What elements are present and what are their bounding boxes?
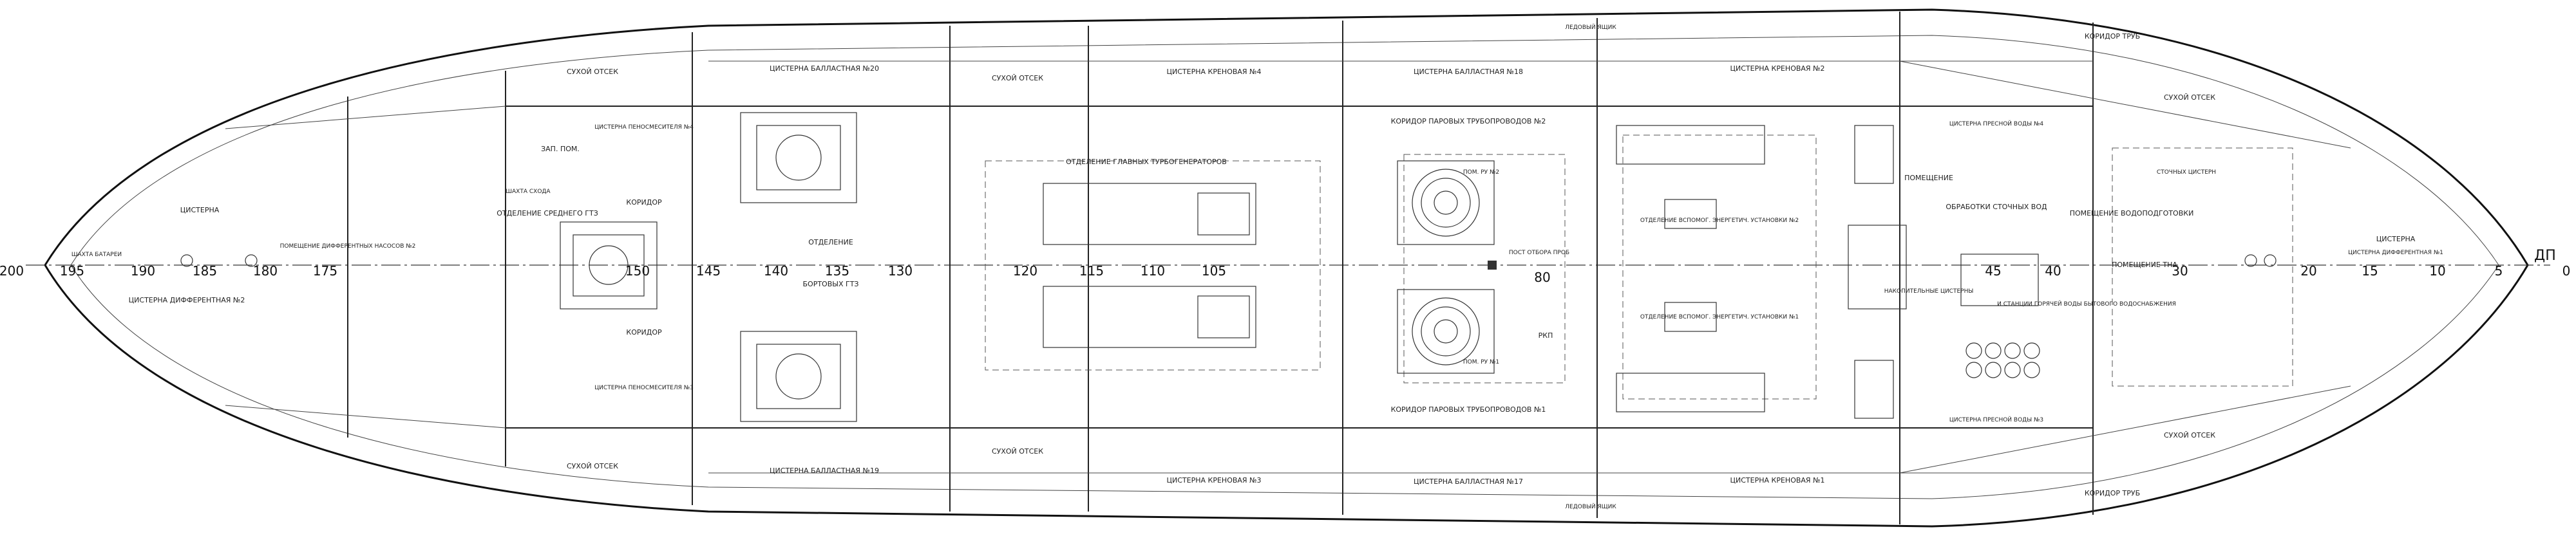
compartment-label: СУХОЙ ОТСЕК bbox=[567, 68, 618, 76]
aux-units bbox=[1616, 125, 1907, 419]
compartment-label: КОРИДОР bbox=[626, 198, 662, 207]
frame-label: 135 bbox=[825, 263, 849, 279]
frame-label: 10 bbox=[2429, 263, 2445, 279]
compartment-label: ОТДЕЛЕНИЕ ВСПОМОГ. ЭНЕРГЕТИЧ. УСТАНОВКИ … bbox=[1640, 314, 1799, 320]
compartment-label: ОТДЕЛЕНИЕ ВСПОМОГ. ЭНЕРГЕТИЧ. УСТАНОВКИ … bbox=[1640, 217, 1799, 224]
frame-label: 20 bbox=[2300, 263, 2316, 279]
compartment-label: ЦИСТЕРНА ПЕНОСМЕСИТЕЛЯ №3 bbox=[594, 385, 694, 391]
compartment-label: ЦИСТЕРНА КРЕНОВАЯ №1 bbox=[1730, 476, 1824, 485]
compartment-label: СУХОЙ ОТСЕК bbox=[2164, 431, 2215, 439]
compartment-label: КОРИДОР ТРУБ bbox=[2085, 489, 2140, 497]
compartment-label: ЦИСТЕРНА БАЛЛАСТНАЯ №20 bbox=[770, 64, 879, 73]
frame-label: 30 bbox=[2172, 263, 2188, 279]
frame-label: 80 bbox=[1534, 270, 1550, 285]
compartment-label: ЦИСТЕРНА ПРЕСНОЙ ВОДЫ №4 bbox=[1949, 120, 2043, 127]
frame-label: 145 bbox=[696, 263, 721, 279]
frame-label: 180 bbox=[253, 263, 278, 279]
compartment-label: ЦИСТЕРНА БАЛЛАСТНАЯ №18 bbox=[1414, 68, 1523, 76]
compartment-label: СУХОЙ ОТСЕК bbox=[567, 462, 618, 470]
compartment-label: ОТДЕЛЕНИЕ bbox=[808, 238, 853, 246]
frame-label: 190 bbox=[131, 263, 155, 279]
turbine-gear-bottom bbox=[740, 331, 857, 422]
compartment-label: ОТДЕЛЕНИЕ ГЛАВНЫХ ТУРБОГЕНЕРАТОРОВ bbox=[1066, 158, 1227, 166]
compartment-label: ЦИСТЕРНА БАЛЛАСТНАЯ №19 bbox=[770, 467, 879, 475]
frame-label: 195 bbox=[60, 263, 84, 279]
reactor-top bbox=[1397, 160, 1495, 245]
turbine-gear-top bbox=[740, 112, 857, 203]
turbine-gear-middle bbox=[560, 221, 658, 310]
compartment-label: СУХОЙ ОТСЕК bbox=[2164, 93, 2215, 102]
compartment-label: ПОМЕЩЕНИЕ bbox=[1904, 174, 1953, 182]
compartment-label: НАКОПИТЕЛЬНЫЕ ЦИСТЕРНЫ bbox=[1884, 288, 1974, 295]
centreline-fittings bbox=[180, 254, 2277, 270]
frame-label: 150 bbox=[625, 263, 650, 279]
compartment-label: ЦИСТЕРНА bbox=[2376, 235, 2416, 243]
compartment-label: ЦИСТЕРНА bbox=[180, 206, 220, 214]
compartment-label: КОРИДОР bbox=[626, 328, 662, 337]
compartment-label: БОРТОВЫХ ГТЗ bbox=[803, 280, 859, 288]
compartment-label: ОТДЕЛЕНИЕ СРЕДНЕГО ГТЗ bbox=[497, 209, 598, 217]
compartment-label: ШАХТА БАТАРЕИ bbox=[71, 252, 122, 258]
frame-label: 200 bbox=[0, 263, 24, 279]
dashed-guides bbox=[985, 134, 2293, 400]
frame-label: 40 bbox=[2045, 263, 2061, 279]
compartment-label: ПОМ. РУ №2 bbox=[1463, 169, 1499, 176]
fore-tanks bbox=[1960, 254, 2040, 378]
compartment-label: СУХОЙ ОТСЕК bbox=[992, 447, 1043, 456]
compartment-label: ПОМ. РУ №1 bbox=[1463, 359, 1499, 365]
frame-numbers: 200 195 190 185 180 175 150 145 140 135 … bbox=[0, 263, 2570, 285]
frame-label: 15 bbox=[2362, 263, 2378, 279]
compartment-label: ПОМЕЩЕНИЕ ДИФФЕРЕНТНЫХ НАСОСОВ №2 bbox=[280, 243, 416, 250]
compartment-label: ШАХТА СХОДА bbox=[506, 189, 551, 195]
compartment-label: ЦИСТЕРНА ДИФФЕРЕНТНАЯ №2 bbox=[129, 296, 245, 304]
compartment-label: ПОСТ ОТБОРА ПРОБ bbox=[1509, 250, 1569, 256]
compartment-label: ЦИСТЕРНА БАЛЛАСТНАЯ №17 bbox=[1414, 477, 1523, 486]
compartment-label: КОРИДОР ТРУБ bbox=[2085, 32, 2140, 41]
frame-label: 110 bbox=[1141, 263, 1165, 279]
compartment-label: И СТАНЦИИ ГОРЯЧЕЙ ВОДЫ БЫТОВОГО ВОДОСНАБ… bbox=[1997, 300, 2176, 308]
compartment-label: ЦИСТЕРНА КРЕНОВАЯ №3 bbox=[1166, 476, 1261, 485]
compartment-label: ПОМЕЩЕНИЕ ТНА bbox=[2112, 261, 2177, 269]
frame-label: 115 bbox=[1079, 263, 1104, 279]
frame-label: 185 bbox=[193, 263, 217, 279]
compartment-label: ПОМЕЩЕНИЕ ВОДОПОДГОТОВКИ bbox=[2070, 209, 2194, 217]
frame-label: 175 bbox=[313, 263, 337, 279]
compartment-label: ОБРАБОТКИ СТОЧНЫХ ВОД bbox=[1946, 203, 2047, 211]
compartment-label: ЗАП. ПОМ. bbox=[541, 145, 580, 153]
compartment-label: ЦИСТЕРНА КРЕНОВАЯ №2 bbox=[1730, 64, 1824, 73]
frame-label: 0 bbox=[2562, 263, 2571, 279]
compartment-label: ЦИСТЕРНА ДИФФЕРЕНТНАЯ №1 bbox=[2348, 250, 2443, 256]
frame-label: 105 bbox=[1202, 263, 1226, 279]
compartment-label: СУХОЙ ОТСЕК bbox=[992, 74, 1043, 82]
frame-label: 120 bbox=[1013, 263, 1037, 279]
compartment-labels: СУХОЙ ОТСЕК СУХОЙ ОТСЕК ЦИСТЕРНА БАЛЛАСТ… bbox=[71, 23, 2443, 510]
centerline-label: ДП bbox=[2534, 248, 2556, 264]
frame-label: 130 bbox=[888, 263, 913, 279]
compartment-label: ЦИСТЕРНА ПЕНОСМЕСИТЕЛЯ №4 bbox=[594, 124, 694, 131]
frame-label: 45 bbox=[1985, 263, 2001, 279]
compartment-label: ЦИСТЕРНА ПРЕСНОЙ ВОДЫ №3 bbox=[1949, 416, 2043, 423]
compartment-label: РКП bbox=[1539, 331, 1553, 340]
compartment-label: КОРИДОР ПАРОВЫХ ТРУБОПРОВОДОВ №2 bbox=[1391, 117, 1546, 125]
compartment-label: КОРИДОР ПАРОВЫХ ТРУБОПРОВОДОВ №1 bbox=[1391, 405, 1546, 414]
bulkheads bbox=[225, 12, 2351, 524]
frame-label: 5 bbox=[2495, 263, 2503, 279]
reactor-bottom bbox=[1397, 289, 1495, 374]
turbogenerators bbox=[1043, 183, 1256, 348]
compartment-label: ЦИСТЕРНА КРЕНОВАЯ №4 bbox=[1166, 68, 1261, 76]
compartment-label: ЛЕДОВЫЙ ЯЩИК bbox=[1565, 23, 1616, 31]
compartment-label: СТОЧНЫХ ЦИСТЕРН bbox=[2157, 169, 2216, 176]
compartment-label: ЛЕДОВЫЙ ЯЩИК bbox=[1565, 503, 1616, 510]
frame-label: 140 bbox=[764, 263, 788, 279]
